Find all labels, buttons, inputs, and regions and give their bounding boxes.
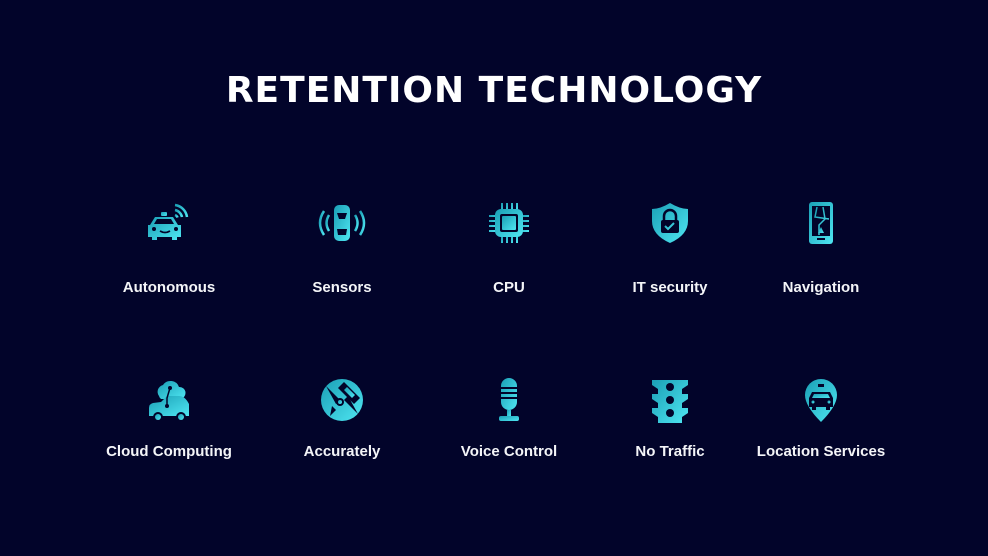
taxi-location-pin-icon [797, 376, 845, 424]
feature-label: Cloud Computing [106, 443, 232, 460]
shield-lock-icon [646, 199, 694, 247]
feature-label: CPU [493, 279, 525, 296]
feature-label: Navigation [782, 279, 860, 296]
phone-navigation-icon [797, 199, 845, 247]
feature-label: Sensors [312, 279, 372, 296]
traffic-light-icon [646, 376, 694, 424]
feature-label: Autonomous [122, 279, 216, 296]
feature-label: Voice Control [460, 443, 558, 460]
microphone-icon [485, 376, 533, 424]
feature-label: Accurately [303, 443, 381, 460]
cpu-chip-icon [485, 199, 533, 247]
cloud-car-icon [145, 376, 193, 424]
feature-label: No Traffic [635, 443, 705, 460]
page-title: RETENTION TECHNOLOGY [225, 70, 763, 111]
satellite-icon [318, 376, 366, 424]
autonomous-car-icon [145, 199, 193, 247]
feature-label: IT security [632, 279, 708, 296]
car-sensors-icon [318, 199, 366, 247]
feature-label: Location Services [756, 443, 886, 460]
